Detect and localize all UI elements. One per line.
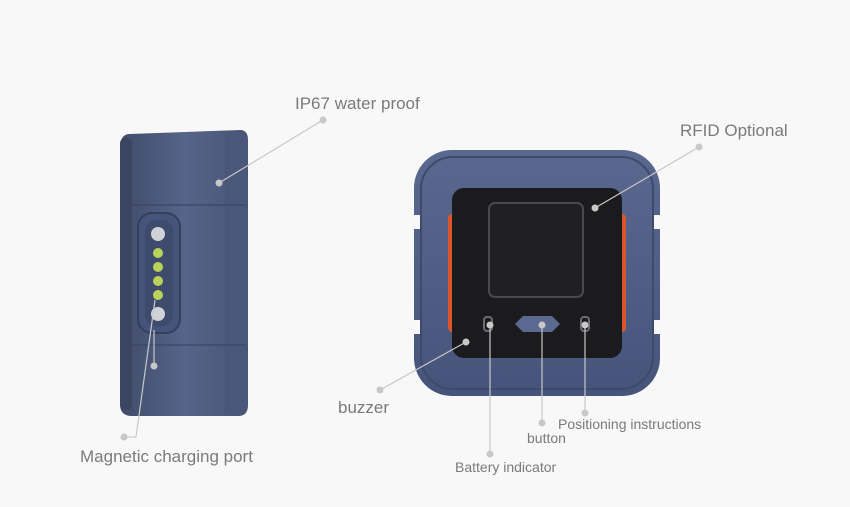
ip67-label: IP67 water proof (295, 94, 420, 113)
buzzer-label: buzzer (338, 398, 390, 417)
button-label: button (527, 430, 566, 446)
side-view-device (120, 130, 248, 416)
magnetic-charging-label: Magnetic charging port (80, 447, 253, 466)
battery-label: Battery indicator (455, 459, 557, 475)
rfid-window (488, 202, 584, 298)
leader-dots (120, 116, 703, 458)
positioning-label: Positioning instructions (558, 416, 702, 432)
charging-pins (151, 227, 165, 321)
leader-lines (124, 119, 700, 454)
device-button (515, 316, 560, 332)
front-view-device (414, 150, 660, 396)
rfid-label: RFID Optional (680, 121, 788, 140)
